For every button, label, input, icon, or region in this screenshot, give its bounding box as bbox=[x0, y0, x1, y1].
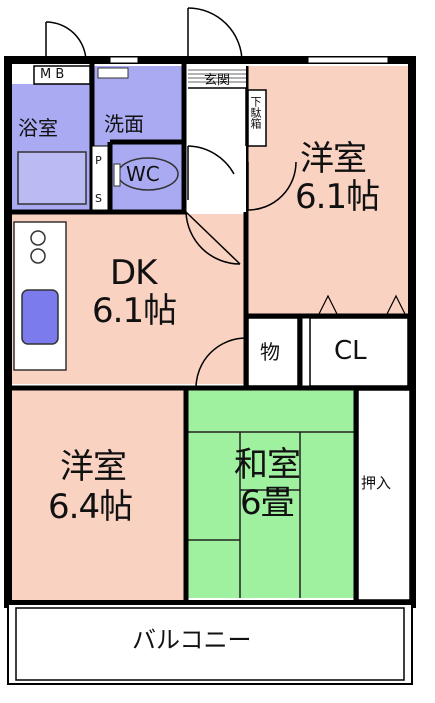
closet-box bbox=[309, 317, 409, 387]
window-top-mid bbox=[109, 56, 139, 64]
balcony-name: バルコニー bbox=[132, 626, 252, 654]
western-room-top-size: 6.1帖 bbox=[295, 177, 380, 217]
storage-box bbox=[247, 317, 299, 387]
pipe-space bbox=[91, 145, 109, 211]
storage-name: 物 bbox=[260, 340, 280, 364]
bathtub bbox=[17, 151, 87, 205]
wc-door bbox=[187, 145, 235, 200]
toilet-tank bbox=[113, 163, 121, 187]
western-room-top-fill bbox=[248, 66, 412, 314]
shoe-box-name: 下駄箱 bbox=[249, 96, 262, 129]
washroom-name: 洗面 bbox=[104, 112, 144, 136]
washroom-door bbox=[185, 211, 241, 265]
pipe-space-name: P S bbox=[92, 154, 105, 211]
meter-box-name: M B bbox=[40, 67, 65, 82]
japanese-room-fill bbox=[188, 390, 356, 598]
wc-name: WC bbox=[126, 162, 160, 186]
tatami-lines bbox=[188, 431, 356, 598]
balcony-rail bbox=[15, 607, 405, 681]
bath-name: 浴室 bbox=[18, 116, 58, 140]
wc-fill bbox=[112, 144, 184, 212]
balcony bbox=[7, 603, 413, 685]
oshiire-name: 押入 bbox=[361, 474, 392, 492]
entrance-door bbox=[187, 7, 243, 63]
kitchen-counter bbox=[13, 221, 67, 371]
western-door bbox=[247, 161, 297, 211]
closet-doors bbox=[317, 294, 407, 317]
dk-name: DK bbox=[110, 253, 157, 293]
closet-name: CL bbox=[334, 336, 367, 366]
oshiire-box bbox=[357, 389, 411, 601]
meter-box-door bbox=[45, 21, 87, 63]
meter-box bbox=[33, 65, 91, 85]
window-top-right bbox=[307, 56, 389, 64]
japanese-room-size: 6畳 bbox=[240, 483, 295, 523]
western-room-left-fill bbox=[12, 390, 184, 600]
dk-size: 6.1帖 bbox=[92, 291, 177, 331]
western-room-top-name: 洋室 bbox=[300, 139, 367, 179]
entrance-area bbox=[188, 66, 247, 212]
dk-door bbox=[195, 337, 247, 389]
japanese-room-name: 和室 bbox=[234, 445, 301, 485]
shoe-box bbox=[247, 89, 267, 147]
western-room-left-size: 6.4帖 bbox=[48, 487, 133, 527]
washbasin bbox=[97, 67, 129, 79]
entrance-name: 玄関 bbox=[204, 73, 231, 88]
western-room-left-name: 洋室 bbox=[60, 447, 127, 487]
